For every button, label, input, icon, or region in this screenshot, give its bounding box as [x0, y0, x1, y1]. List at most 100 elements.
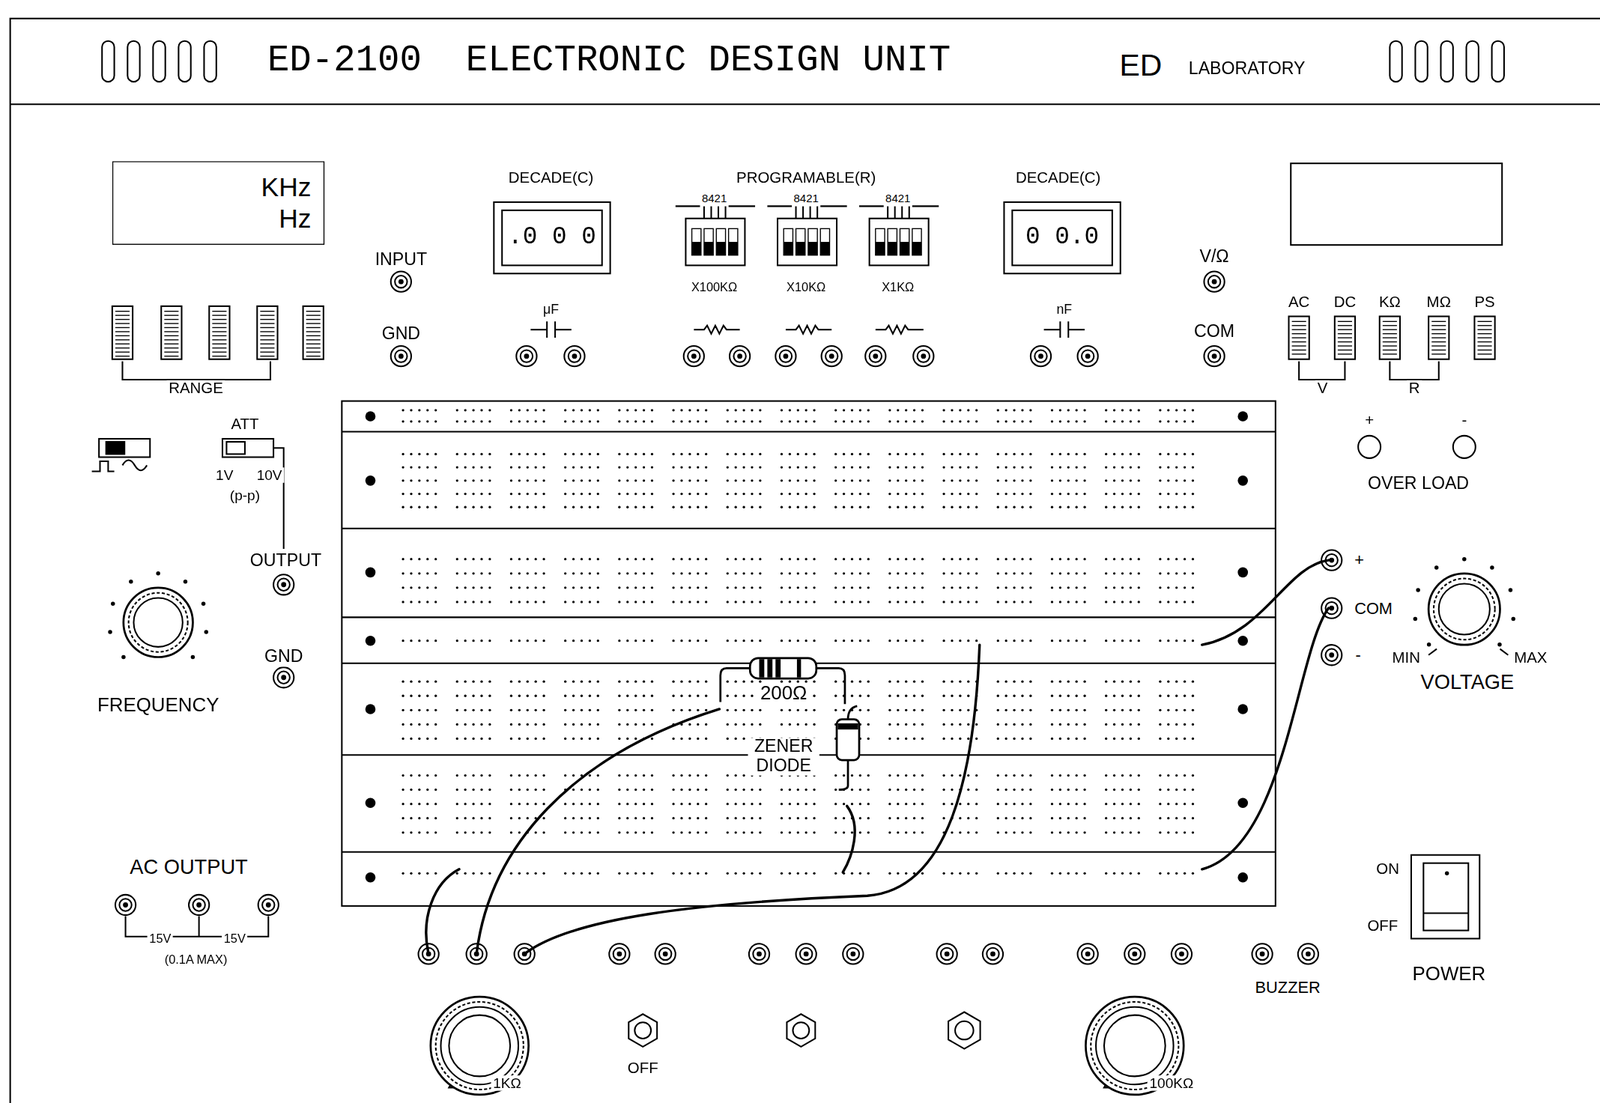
jack [775, 346, 796, 367]
breadboard-hole [650, 408, 654, 412]
breadboard-hole [417, 572, 421, 575]
breadboard-hole [958, 572, 962, 575]
breadboard-hole [426, 872, 429, 875]
breadboard-hole [626, 586, 629, 589]
breadboard-hole [750, 639, 753, 642]
breadboard-hole [788, 723, 792, 726]
breadboard-hole [572, 420, 575, 423]
rail-marker [1237, 411, 1248, 422]
breadboard-hole [1191, 680, 1195, 684]
breadboard-hole [1104, 788, 1108, 792]
breadboard-hole [426, 802, 429, 806]
breadboard-hole [1113, 802, 1116, 806]
breadboard-hole [1121, 788, 1124, 792]
jack [1077, 943, 1099, 965]
breadboard-hole [534, 453, 538, 456]
breadboard-hole [642, 586, 645, 589]
breadboard-hole [526, 723, 529, 726]
breadboard-hole [510, 737, 513, 741]
breadboard-hole [997, 817, 1000, 820]
breadboard-hole [967, 420, 970, 423]
breadboard-hole [1012, 600, 1015, 603]
breadboard-hole [834, 817, 837, 820]
breadboard-hole [842, 506, 845, 509]
breadboard-hole [734, 420, 738, 423]
breadboard-hole [1113, 737, 1116, 741]
breadboard-hole [1175, 737, 1178, 741]
breadboard-hole [456, 420, 459, 423]
breadboard-hole [742, 788, 745, 792]
breadboard-hole [958, 831, 962, 834]
breadboard-hole [1012, 695, 1015, 698]
breadboard-hole [542, 709, 545, 712]
breadboard-hole [1121, 558, 1124, 561]
breadboard-hole [1137, 420, 1141, 423]
breadboard-hole [510, 600, 513, 603]
jack [749, 943, 770, 965]
breadboard-hole [488, 695, 491, 698]
breadboard-hole [797, 817, 800, 820]
breadboard-hole [913, 572, 916, 575]
ac-bracket [198, 916, 200, 938]
breadboard-hole [572, 737, 575, 741]
breadboard-hole [456, 737, 459, 741]
slide-switch-rib [306, 327, 321, 329]
breadboard-hole [1067, 506, 1070, 509]
breadboard-hole [488, 709, 491, 712]
breadboard-hole [1050, 723, 1054, 726]
breadboard-hole [704, 408, 708, 412]
breadboard-hole [409, 586, 412, 589]
breadboard-hole [750, 465, 753, 469]
breadboard-hole [634, 737, 637, 741]
breadboard-hole [967, 600, 970, 603]
breadboard-hole [634, 586, 637, 589]
breadboard-hole [1183, 737, 1186, 741]
breadboard-hole [1012, 723, 1015, 726]
breadboard-hole [834, 506, 837, 509]
breadboard-hole [842, 572, 845, 575]
breadboard-hole [434, 680, 437, 684]
breadboard-hole [1067, 479, 1070, 482]
breadboard-hole [434, 737, 437, 741]
breadboard-hole [650, 558, 654, 561]
breadboard-hole [680, 465, 683, 469]
jack-ring [394, 275, 407, 288]
breadboard-hole [896, 737, 899, 741]
jack-hole [829, 353, 835, 359]
breadboard-hole [417, 695, 421, 698]
breadboard-hole [1075, 420, 1078, 423]
breadboard-hole [688, 420, 691, 423]
breadboard-hole [942, 586, 945, 589]
breadboard-hole [867, 600, 870, 603]
breadboard-hole [975, 420, 978, 423]
breadboard-hole [634, 774, 637, 777]
breadboard-hole [842, 420, 845, 423]
breadboard-hole [742, 831, 745, 834]
breadboard-hole [534, 737, 538, 741]
slide-switch-rib [115, 351, 130, 353]
breadboard-hole [975, 788, 978, 792]
breadboard-hole [834, 695, 837, 698]
breadboard-hole [812, 788, 815, 792]
breadboard-hole [1137, 831, 1141, 834]
breadboard-hole [688, 600, 691, 603]
breadboard-hole [488, 737, 491, 741]
slide-switch-rib [164, 339, 179, 341]
breadboard-hole [834, 408, 837, 412]
breadboard-hole [997, 802, 1000, 806]
breadboard-hole [471, 465, 475, 469]
breadboard-hole [1020, 680, 1024, 684]
breadboard-hole [1075, 453, 1078, 456]
breadboard-hole [588, 420, 592, 423]
breadboard-hole [834, 709, 837, 712]
breadboard-hole [1183, 506, 1186, 509]
jack-ring [192, 898, 205, 911]
breadboard-hole [921, 639, 924, 642]
jack-ring [568, 349, 581, 362]
breadboard-hole [1137, 492, 1141, 496]
breadboard-hole [518, 817, 521, 820]
breadboard-hole [426, 420, 429, 423]
breadboard-hole [1067, 639, 1070, 642]
breadboard-hole [750, 492, 753, 496]
breadboard-hole [518, 453, 521, 456]
